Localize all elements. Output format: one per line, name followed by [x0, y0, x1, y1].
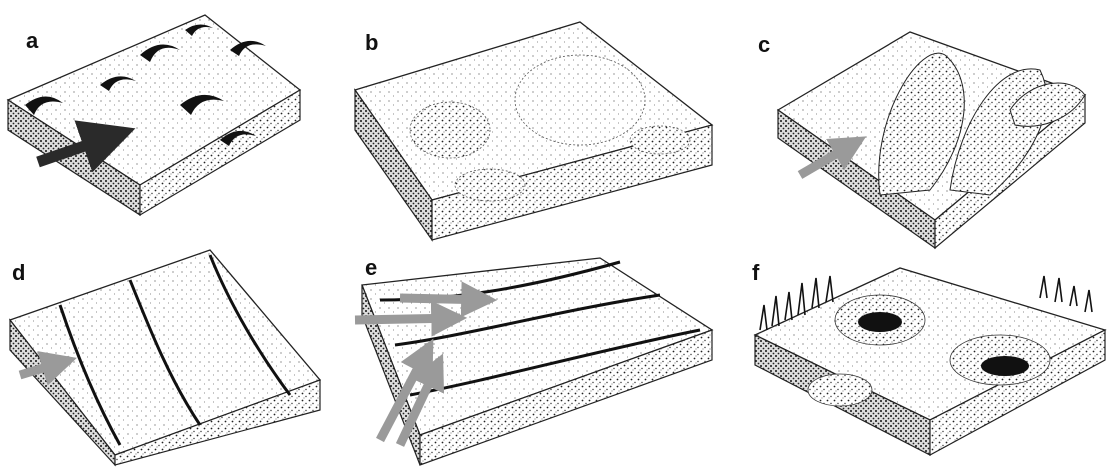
- panel-label-b: b: [365, 30, 378, 55]
- panel-label-d: d: [12, 260, 25, 285]
- panel-label-e: e: [365, 255, 377, 280]
- block-e: [362, 258, 712, 465]
- wind-arrow-e1: [400, 298, 490, 300]
- block-b: [355, 22, 712, 240]
- wind-arrow-e2: [355, 318, 460, 320]
- panel-label-a: a: [26, 28, 39, 53]
- block-f: [755, 268, 1105, 455]
- panel-label-c: c: [758, 32, 770, 57]
- block-c: [778, 32, 1085, 248]
- panel-label-f: f: [752, 260, 760, 285]
- block-a: [8, 15, 300, 215]
- block-d: [10, 250, 320, 465]
